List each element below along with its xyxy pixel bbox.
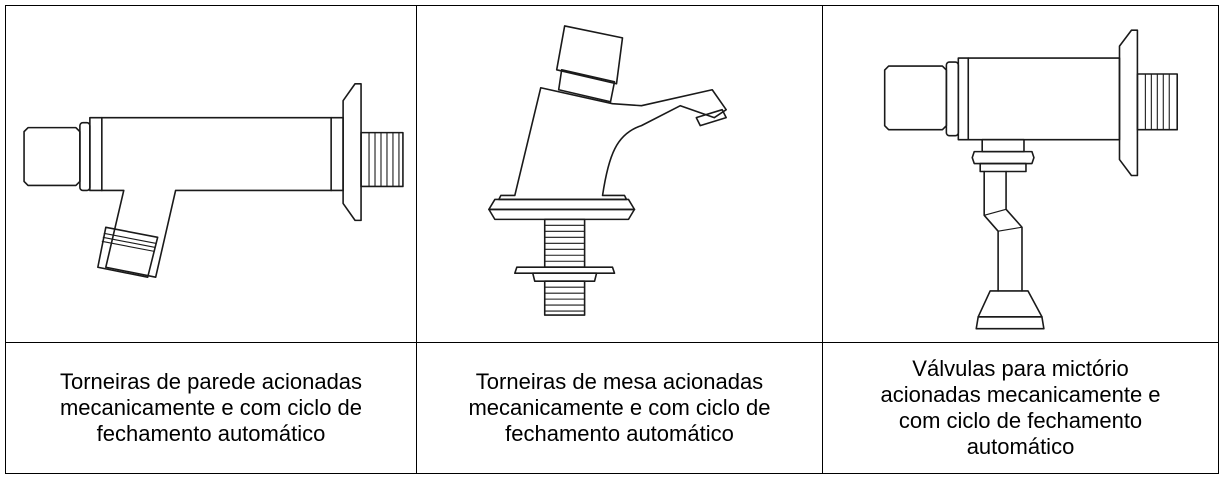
caption-line: fechamento automático xyxy=(505,421,734,446)
wall-faucet-cell xyxy=(6,6,417,343)
caption-line: Torneiras de mesa acionadas xyxy=(475,369,764,394)
caption-line: mecanicamente e com ciclo de xyxy=(59,395,363,420)
caption-line: automático xyxy=(966,434,1075,459)
caption-line: Válvulas para mictório xyxy=(912,356,1129,381)
wall-faucet-icon xyxy=(23,82,404,278)
urinal-valve-cell xyxy=(823,6,1218,343)
caption-table-faucet: Torneiras de mesa acionadas mecanicament… xyxy=(417,343,823,473)
caption-urinal-valve: Válvulas para mictório acionadas mecanic… xyxy=(823,343,1218,473)
table-faucet-icon xyxy=(488,25,727,316)
caption-wall-faucet: Torneiras de parede acionadas mecanicame… xyxy=(6,343,417,473)
caption-line: mecanicamente e com ciclo de xyxy=(468,395,771,420)
caption-line: acionadas mecanicamente e xyxy=(880,382,1161,407)
caption-line: com ciclo de fechamento xyxy=(898,408,1143,433)
urinal-valve-icon xyxy=(883,29,1179,330)
caption-line: fechamento automático xyxy=(96,421,326,446)
table-faucet-cell xyxy=(417,6,823,343)
product-table: Torneiras de parede acionadas mecanicame… xyxy=(5,5,1219,474)
caption-line: Torneiras de parede acionadas xyxy=(59,369,363,394)
